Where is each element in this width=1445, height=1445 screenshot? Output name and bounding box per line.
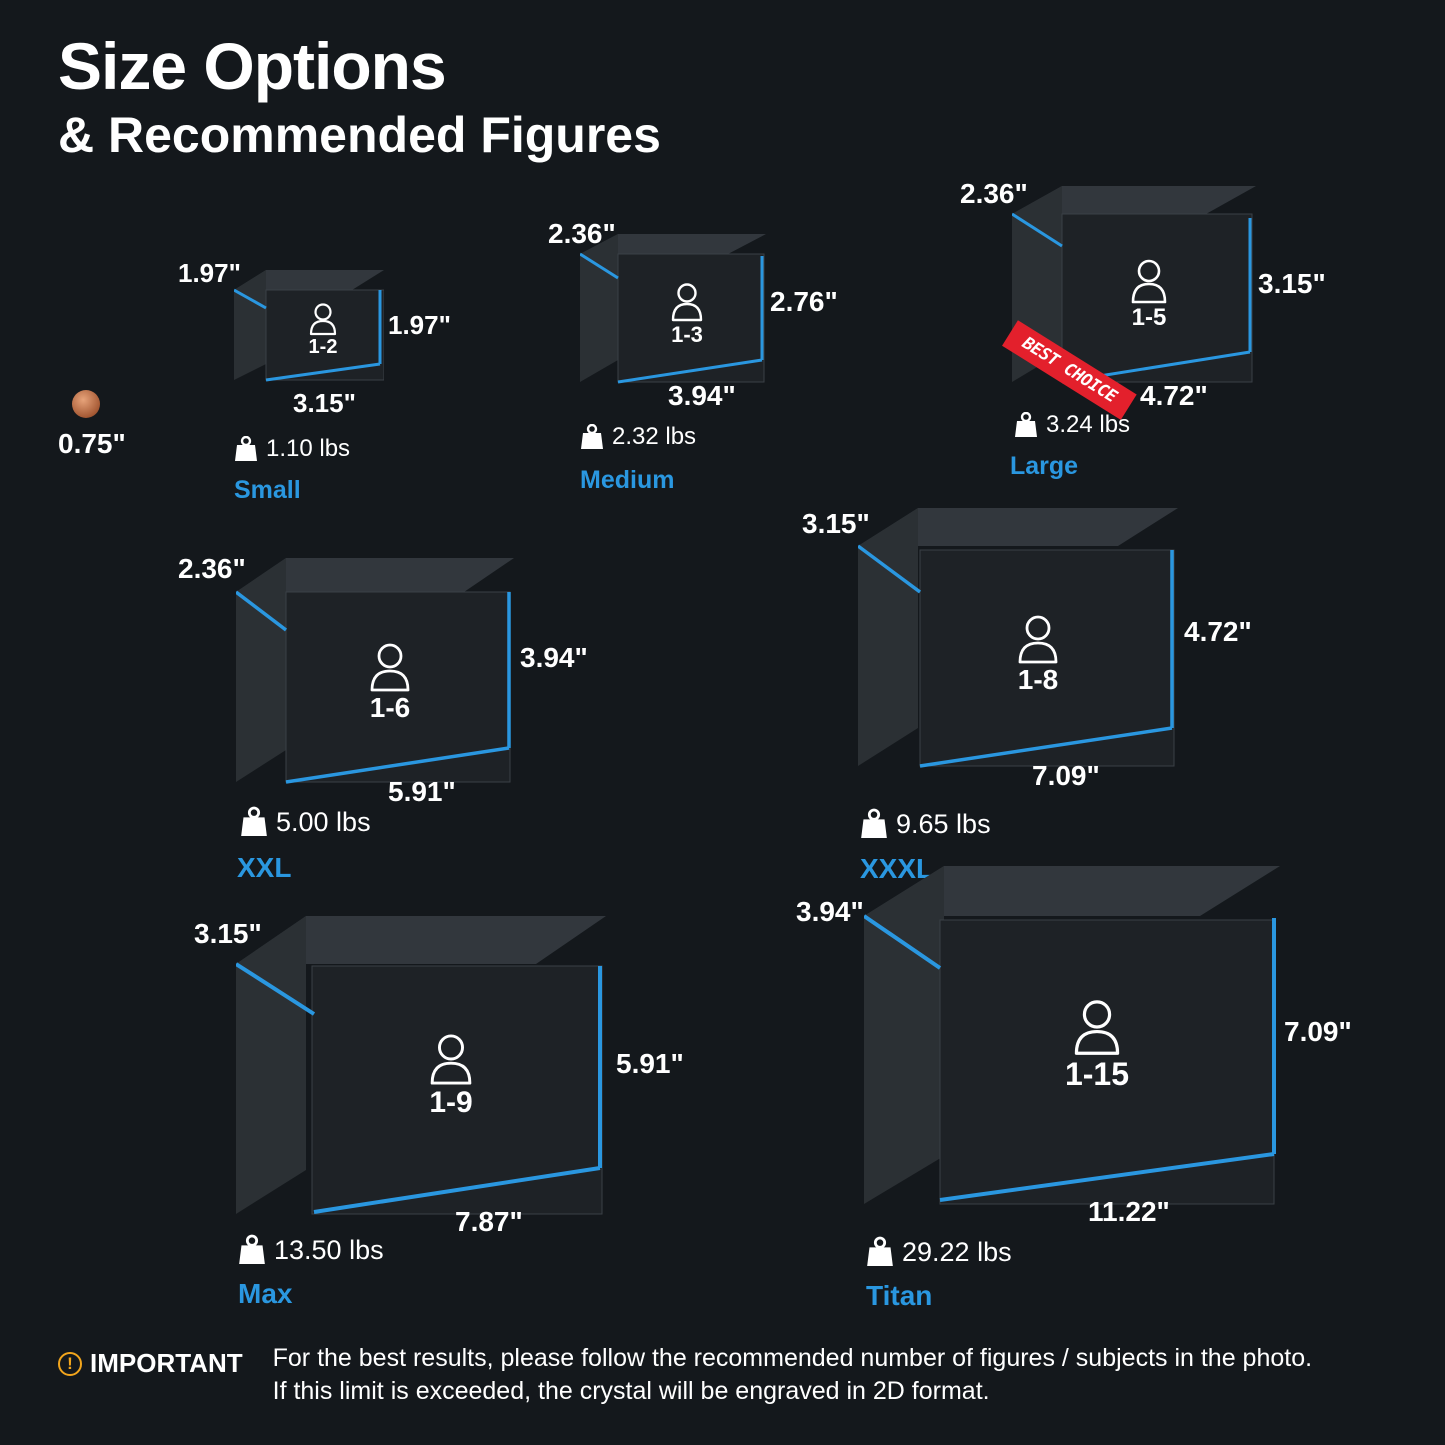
max-depth-label: 3.15" [194,918,262,949]
medium-weight-value: 2.32 lbs [612,423,697,450]
coin-reference-icon [72,390,100,418]
large-figures-count: 1-5 [1131,304,1167,331]
small-width-label: 3.15" [293,388,356,418]
weight-icon [581,424,603,449]
weight-icon [239,1234,265,1264]
medium-height-label: 2.76" [770,286,838,317]
titan-weight: 29.22 lbs [866,1236,1012,1268]
large-weight: 3.24 lbs [1014,412,1130,438]
medium-size-name: Medium [580,466,675,494]
xxl-height-label: 3.94" [520,642,588,673]
xxl-figure-group: 1-6 [354,642,426,724]
xxxl-weight: 9.65 lbs [860,808,991,840]
small-height-label: 1.97" [388,310,451,340]
titan-figure-group: 1-15 [1052,998,1142,1093]
weight-icon [1015,412,1037,437]
titan-depth-label: 3.94" [796,896,864,927]
xxxl-figures-count: 1-8 [1017,664,1059,695]
xxl-depth-label: 2.36" [178,553,246,584]
warning-icon: ! [58,1351,82,1376]
person-icon [309,303,337,336]
person-icon [1131,259,1167,304]
titan-width-label: 11.22" [1088,1196,1170,1227]
titan-size-name: Titan [866,1280,933,1311]
crystal-cube-max [236,916,606,1215]
person-icon [370,643,410,692]
person-icon [1074,1000,1120,1055]
xxxl-size-name: XXXL [860,853,934,884]
small-weight-value: 1.10 lbs [266,435,351,462]
weight-icon [235,436,257,461]
important-line-1: For the best results, please follow the … [272,1344,1313,1372]
large-width-label: 4.72" [1140,380,1208,411]
important-label-group: ! IMPORTANT [58,1348,243,1379]
medium-weight: 2.32 lbs [580,424,696,450]
small-figures-count: 1-2 [308,336,338,358]
crystal-cube-titan [864,866,1280,1205]
large-depth-label: 2.36" [960,178,1028,209]
xxl-width-label: 5.91" [388,776,456,807]
medium-depth-label: 2.36" [548,218,616,249]
max-size-name: Max [238,1278,293,1309]
small-size-name: Small [234,476,301,504]
important-line-2: If this limit is exceeded, the crystal w… [272,1377,990,1405]
small-weight: 1.10 lbs [234,436,350,462]
small-figure-group: 1-2 [298,302,348,359]
important-note: ! IMPORTANT For the best results, please… [58,1342,1312,1408]
large-height-label: 3.15" [1258,268,1326,299]
page-title: Size Options [58,29,447,103]
person-icon [671,283,703,322]
weight-icon [867,1236,893,1266]
xxxl-depth-label: 3.15" [802,508,870,539]
xxl-size-name: XXL [237,852,292,883]
max-figure-group: 1-9 [412,1032,490,1120]
medium-figures-count: 1-3 [671,322,703,347]
crystal-cube-xxl [236,558,514,784]
xxl-figures-count: 1-6 [369,692,411,723]
xxl-weight-value: 5.00 lbs [276,806,371,837]
medium-width-label: 3.94" [668,380,736,411]
xxxl-figure-group: 1-8 [1000,614,1076,696]
max-height-label: 5.91" [616,1048,684,1079]
crystal-cube-xxxl [858,508,1178,768]
crystal-cube-large [1012,186,1256,384]
important-text: For the best results, please follow the … [273,1342,1312,1408]
person-icon [430,1034,472,1085]
max-weight: 13.50 lbs [238,1234,384,1266]
titan-weight-value: 29.22 lbs [902,1236,1012,1267]
titan-figures-count: 1-15 [1064,1056,1130,1092]
large-weight-value: 3.24 lbs [1046,411,1131,438]
large-size-name: Large [1010,452,1079,480]
weight-icon [861,808,887,838]
coin-diameter-label: 0.75" [58,428,126,459]
important-label: IMPORTANT [90,1348,243,1378]
medium-figure-group: 1-3 [660,282,714,348]
page-subtitle: & Recommended Figures [58,107,661,163]
max-weight-value: 13.50 lbs [274,1234,384,1265]
large-figure-group: 1-5 [1118,258,1180,332]
xxxl-height-label: 4.72" [1184,616,1252,647]
crystal-cube-medium [580,234,766,384]
xxxl-width-label: 7.09" [1032,760,1100,791]
max-width-label: 7.87" [455,1206,523,1237]
person-icon [1018,615,1058,664]
xxxl-weight-value: 9.65 lbs [896,808,991,839]
small-depth-label: 1.97" [178,258,241,288]
max-figures-count: 1-9 [429,1086,473,1119]
xxl-weight: 5.00 lbs [240,806,371,838]
weight-icon [241,806,267,836]
titan-height-label: 7.09" [1284,1016,1352,1047]
